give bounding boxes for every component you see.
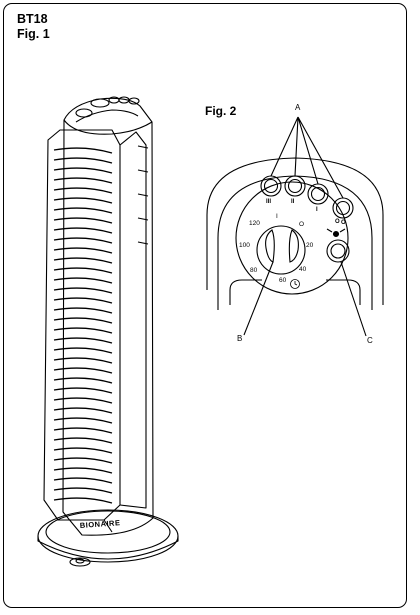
- page-border: [3, 3, 407, 608]
- grille-slats: [53, 147, 113, 504]
- callout-a-leaders: [270, 116, 344, 199]
- base-knob: [69, 557, 91, 567]
- timer-mark-40: 40: [299, 266, 307, 273]
- timer-mark-60: 60: [279, 277, 287, 284]
- callout-b: B: [237, 334, 243, 343]
- panel-disc: [235, 181, 349, 295]
- top-button-2: [90, 98, 110, 108]
- timer-mark-20: 20: [306, 242, 314, 249]
- fan-body-outline: [62, 97, 154, 536]
- callout-a: A: [295, 103, 301, 112]
- brand-logo-text: BIONAIRE: [80, 518, 121, 530]
- oscillation-mark-off: O: [335, 219, 340, 225]
- callout-b-leader: [243, 261, 274, 336]
- oscillation-button: [326, 239, 350, 263]
- timer-mark-on: I: [276, 213, 278, 220]
- speed-mark-ii: II: [291, 199, 295, 205]
- speed-mark-i: I: [316, 207, 318, 213]
- timer-mark-off: O: [299, 221, 305, 228]
- timer-mark-100: 100: [239, 242, 250, 249]
- panel-housing-outer: [206, 157, 384, 305]
- timer-mark-80: 80: [250, 267, 258, 274]
- speed-mark-iii: III: [266, 199, 272, 205]
- clock-icon: [290, 279, 300, 289]
- model-number: BT18: [17, 12, 48, 26]
- callout-c: C: [367, 336, 373, 345]
- figure-2-title: Fig. 2: [205, 104, 237, 118]
- timer-dial: [256, 225, 306, 275]
- callout-c-leader: [340, 261, 367, 337]
- timer-mark-120: 120: [249, 220, 260, 227]
- speed-mark-off: O: [341, 220, 346, 226]
- fan-base-edge: [37, 536, 179, 560]
- figure-1-title: Fig. 1: [17, 27, 50, 41]
- top-button-1: [75, 108, 93, 118]
- fan-base-top: [45, 510, 171, 554]
